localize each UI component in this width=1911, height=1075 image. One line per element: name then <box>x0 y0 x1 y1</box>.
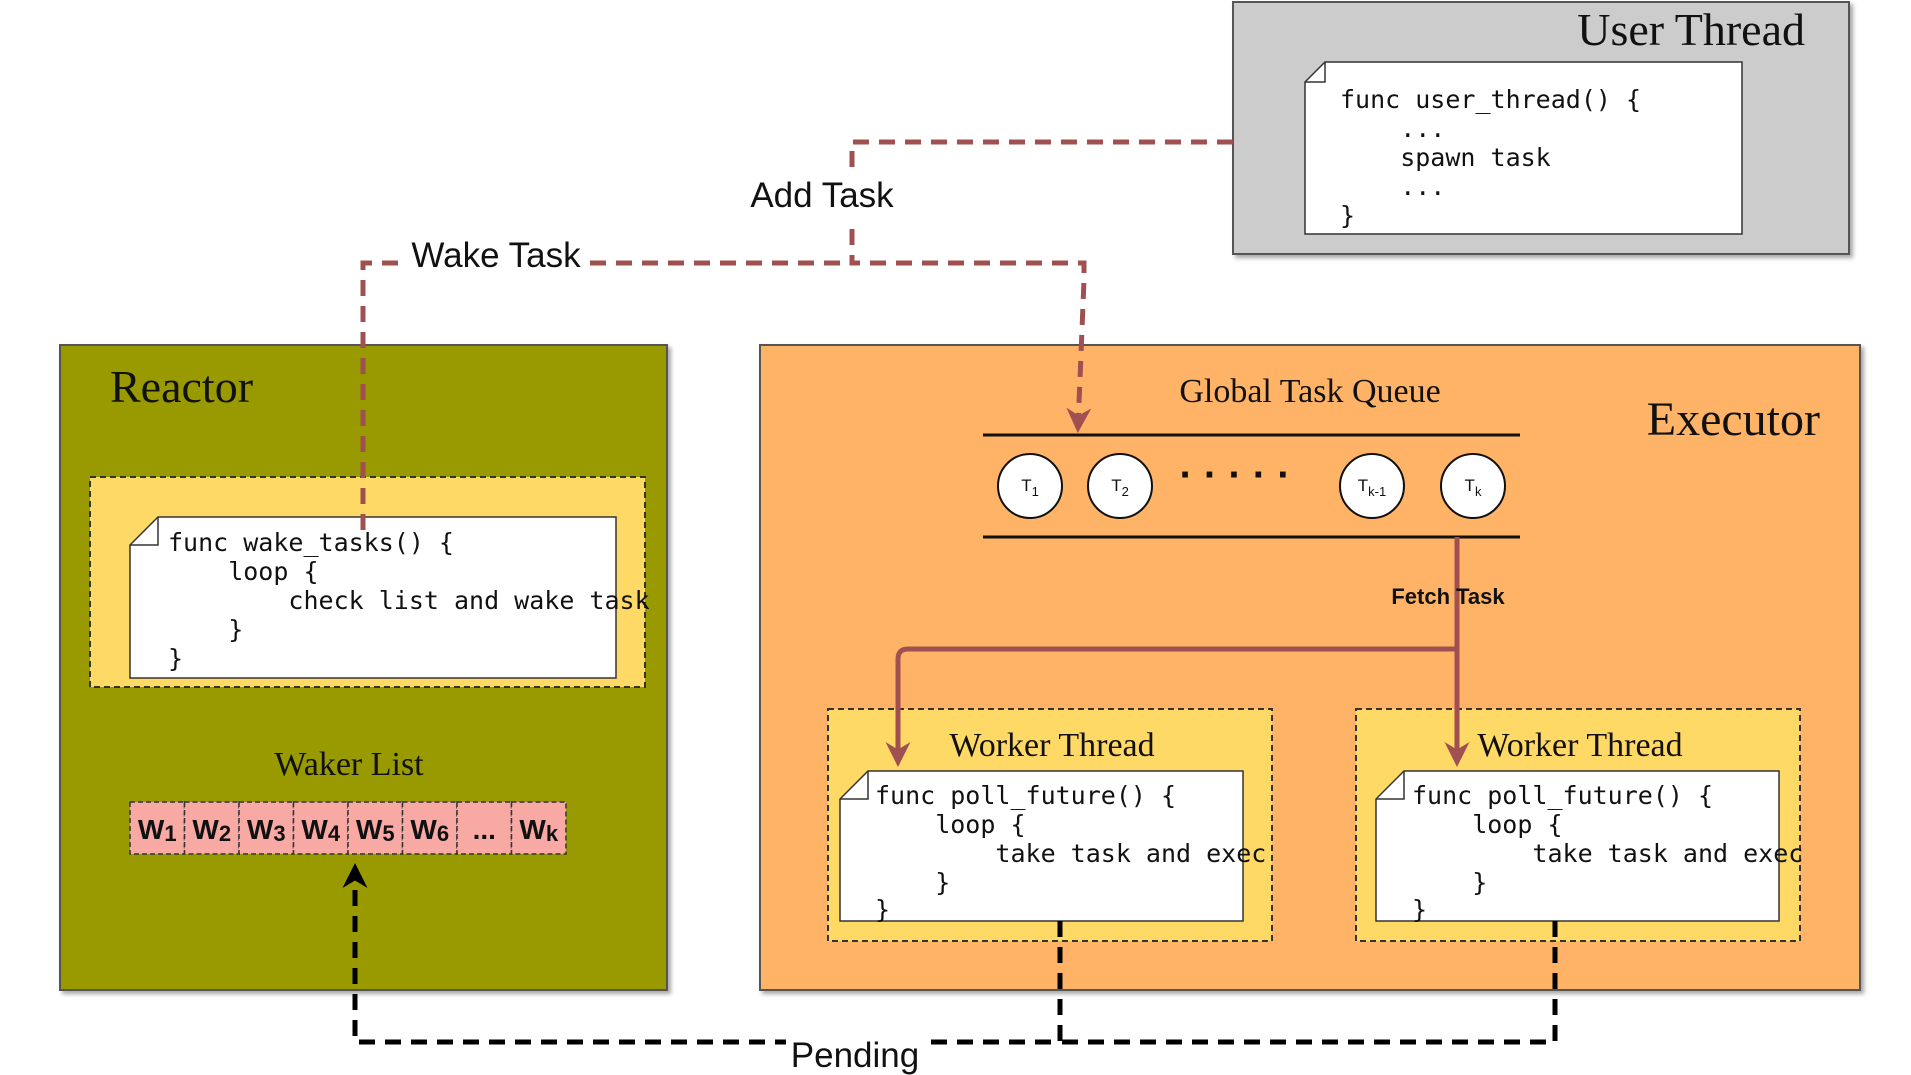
user-thread-code: func user_thread() { ... spawn task ... … <box>1340 85 1656 230</box>
pending-edge-worker-2 <box>1060 921 1558 1045</box>
waker-cell: W3 <box>238 801 295 855</box>
waker-cell: W6 <box>401 801 458 855</box>
waker-label: W4 <box>301 814 340 846</box>
code-line: } <box>1412 895 1427 924</box>
user-thread-container: User Thread func user_thread() { ... spa… <box>1232 1 1850 255</box>
global-task-queue-label: Global Task Queue <box>1179 373 1440 410</box>
waker-list: W1 W2 W3 W4 W5 W6... Wk <box>129 801 567 855</box>
code-line: func wake_tasks() { <box>168 528 454 557</box>
worker-thread-2: Worker Thread func poll_future() { loop … <box>1355 708 1818 942</box>
queue-ellipsis: · · · · · <box>1179 453 1290 497</box>
code-line: check list and wake task <box>168 586 650 615</box>
code-line: take task and exec <box>875 839 1266 868</box>
pending-label: Pending <box>791 1036 919 1075</box>
worker-1-code-card: func poll_future() { loop { take task an… <box>839 770 1281 924</box>
reactor-code-card: func wake_tasks() { loop { check list an… <box>129 516 665 679</box>
waker-label: W2 <box>192 814 231 846</box>
reactor-code: func wake_tasks() { loop { check list an… <box>168 528 665 673</box>
code-line: func poll_future() { <box>875 781 1176 810</box>
pending-edge-worker-1 <box>342 863 1063 1045</box>
waker-cell: W2 <box>183 801 240 855</box>
task-queue: T1 T2 Tk-1 Tk <box>997 453 1506 519</box>
executor-title: Executor <box>1647 393 1820 446</box>
waker-label: W5 <box>356 814 395 846</box>
code-line: loop { <box>1412 810 1563 839</box>
add-task-label: Add Task <box>750 176 894 215</box>
waker-cell: W5 <box>347 801 404 855</box>
task-node: T1 <box>997 453 1063 519</box>
worker-1-code: func poll_future() { loop { take task an… <box>875 781 1281 924</box>
code-line: func poll_future() { <box>1412 781 1713 810</box>
wake-task-label: Wake Task <box>411 236 581 275</box>
code-line: loop { <box>168 557 319 586</box>
code-line: ... <box>1340 172 1445 201</box>
add-task-label-bg <box>746 173 896 219</box>
reactor-container: Reactor func wake_tasks() { loop { check… <box>59 344 668 991</box>
task-label: Tk <box>1465 476 1482 499</box>
waker-label: W1 <box>138 814 177 846</box>
code-line: ... <box>1340 114 1445 143</box>
pending-label-bg <box>786 1032 924 1075</box>
task-label: T1 <box>1021 476 1039 499</box>
code-line: func user_thread() { <box>1340 85 1641 114</box>
waker-cell: W4 <box>292 801 349 855</box>
waker-label: W6 <box>410 814 449 846</box>
task-node: T2 <box>1087 453 1153 519</box>
worker-thread-title: Worker Thread <box>949 727 1154 764</box>
task-label: T2 <box>1111 476 1129 499</box>
user-thread-title: User Thread <box>1577 4 1805 55</box>
code-line: } <box>168 644 183 673</box>
code-line: } <box>1412 868 1487 897</box>
waker-cell: Wk <box>510 801 567 855</box>
code-line: spawn task <box>1340 143 1551 172</box>
executor-container: Executor Global Task Queue T1 T2 Tk-1 Tk · … <box>759 344 1861 991</box>
waker-label: W3 <box>247 814 286 846</box>
fetch-task-edge-to-worker-1 <box>885 646 1457 767</box>
waker-cell: ... <box>456 801 513 855</box>
worker-thread-title: Worker Thread <box>1477 727 1682 764</box>
waker-label: ... <box>473 814 496 845</box>
waker-list-label: Waker List <box>274 746 424 783</box>
add-task-edge <box>849 139 1233 433</box>
code-line: } <box>875 868 950 897</box>
code-line: loop { <box>875 810 1026 839</box>
wake-task-edge <box>360 260 852 530</box>
code-line: } <box>168 615 243 644</box>
code-line: take task and exec <box>1412 839 1803 868</box>
task-node: Tk <box>1440 453 1506 519</box>
waker-label: Wk <box>519 814 558 846</box>
task-node: Tk-1 <box>1339 453 1405 519</box>
user-thread-code-card: func user_thread() { ... spawn task ... … <box>1304 61 1743 235</box>
wake-task-label-bg <box>405 234 585 280</box>
worker-2-code-card: func poll_future() { loop { take task an… <box>1375 770 1818 924</box>
fetch-task-label: Fetch Task <box>1391 584 1505 609</box>
task-label: Tk-1 <box>1358 476 1386 499</box>
code-line: } <box>875 895 890 924</box>
code-line: } <box>1340 201 1355 230</box>
worker-2-code: func poll_future() { loop { take task an… <box>1412 781 1818 924</box>
reactor-title: Reactor <box>110 361 253 412</box>
waker-cell: W1 <box>129 801 186 855</box>
